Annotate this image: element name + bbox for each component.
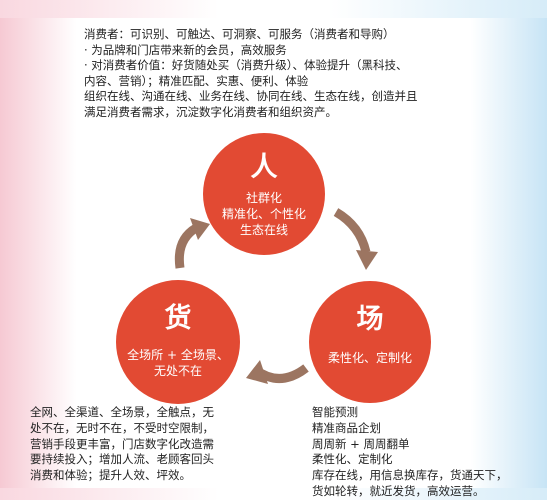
circle-line: 生态在线 (239, 223, 288, 237)
goods-description-text: 全网、全渠道、全场景，全触点，无 处不在，无时不在，不受时空限制， 营销手段更丰… (30, 405, 240, 484)
bottom-left-line: 营销手段更丰富，门店数字化改造需 (30, 436, 214, 451)
circle-huo-goods: 货 全场所 + 全场景、 无处不在 (116, 280, 240, 404)
circle-ren-people: 人 社群化 精准化、个性化 生态在线 (203, 133, 325, 255)
arrowhead-right (356, 250, 378, 270)
circle-chang-venue: 场 柔性化、定制化 (309, 281, 431, 403)
bottom-gradient-band (0, 488, 547, 500)
arrowhead-left (190, 218, 210, 240)
circle-line: 精准化、个性化 (221, 207, 306, 221)
bottom-right-line: 精准商品企划 (312, 420, 381, 435)
circle-title: 人 (250, 152, 278, 183)
bottom-right-line: 库存在线，用信息换库存，货通天下， (312, 468, 508, 483)
bottom-left-line: 全网、全渠道、全场景，全触点，无 (30, 405, 214, 419)
circle-title: 货 (164, 303, 192, 334)
bottom-right-line: 货如轮转，就近发货，高效运营。 (312, 483, 485, 498)
circle-line: 柔性化、定制化 (327, 351, 412, 365)
circle-title: 场 (356, 304, 384, 335)
bottom-right-line: 周周新 + 周周翻单 (312, 436, 410, 451)
bottom-left-line: 消费和体验；提升人效、坪效。 (30, 468, 191, 483)
consumer-description-text: 消费者：可识别、可触达、可洞察、可服务（消费者和导购） · 为品牌和门店带来新的… (84, 27, 464, 121)
arrow-ren-to-chang (333, 208, 371, 254)
top-text-line: 组织在线、沟通在线、业务在线、协同在线、生态在线，创造并且 (84, 89, 418, 104)
top-text-line: · 为品牌和门店带来新的会员，高效服务 (84, 42, 287, 57)
arrow-huo-to-ren (174, 224, 199, 269)
top-gradient-band (0, 0, 547, 18)
bottom-left-line: 处不在，无时不在，不受时空限制， (30, 420, 214, 435)
bottom-left-line: 要持续投入；增加人流、老顾客回头 (30, 452, 214, 467)
circle-line: 全场所 + 全场景、 (127, 348, 229, 362)
top-text-line: 内容、营销）；精准匹配、实惠、便利、体验 (84, 73, 309, 88)
bottom-right-line: 智能预测 (312, 405, 358, 419)
arrowhead-bottom (246, 360, 268, 384)
top-text-line: 满足消费者需求，沉淀数字化消费者和组织资产。 (84, 104, 337, 119)
circle-line: 无处不在 (153, 364, 202, 378)
top-text-line: 消费者：可识别、可触达、可洞察、可服务（消费者和导购） (84, 27, 395, 41)
top-text-line: · 对消费者价值：好货随处买（消费升级）、体验提升（黑科技、 (84, 58, 408, 73)
venue-description-text: 智能预测 精准商品企划 周周新 + 周周翻单 柔性化、定制化 库存在线，用信息换… (312, 405, 527, 500)
bottom-right-line: 柔性化、定制化 (312, 452, 393, 467)
circle-line: 社群化 (245, 191, 282, 205)
